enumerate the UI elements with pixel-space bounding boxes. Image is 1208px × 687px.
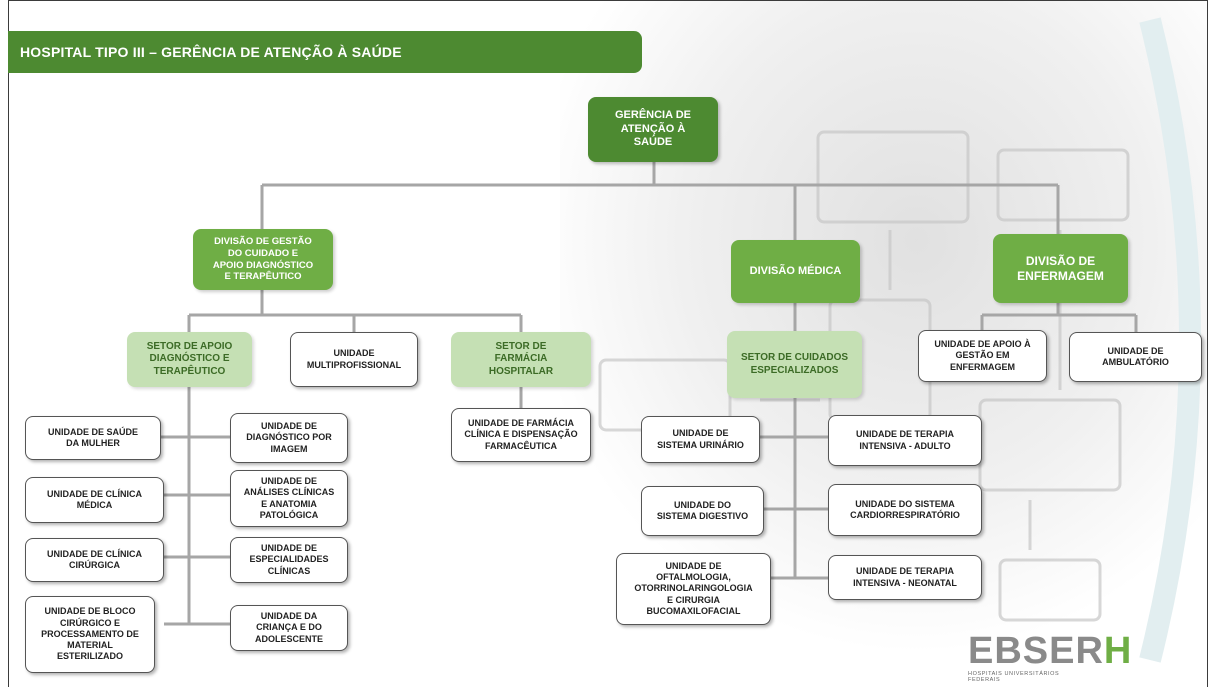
node-label: UNIDADE DE SAÚDE DA MULHER	[47, 426, 138, 448]
node-unidade-especialidades-clinicas: UNIDADE DE ESPECIALIDADES CLÍNICAS	[230, 537, 348, 583]
node-label: DIVISÃO DE ENFERMAGEM	[1017, 253, 1104, 283]
node-gerencia-atencao-saude: GERÊNCIA DE ATENÇÃO À SAÚDE	[588, 97, 718, 162]
node-unidade-saude-mulher: UNIDADE DE SAÚDE DA MULHER	[25, 416, 161, 460]
node-unidade-clinica-cirurgica: UNIDADE DE CLÍNICA CIRÚRGICA	[25, 538, 164, 582]
node-unidade-ambulatorio: UNIDADE DE AMBULATÓRIO	[1069, 332, 1202, 382]
node-label: UNIDADE DE SISTEMA URINÁRIO	[657, 428, 744, 450]
node-unidade-sistema-digestivo: UNIDADE DO SISTEMA DIGESTIVO	[641, 486, 764, 536]
node-label: GERÊNCIA DE ATENÇÃO À SAÚDE	[615, 108, 691, 149]
logo-wordmark: EBSERH	[968, 632, 1131, 670]
logo-word-part1: EBSER	[968, 630, 1104, 672]
node-label: SETOR DE CUIDADOS ESPECIALIZADOS	[740, 352, 849, 376]
node-label: SETOR DE FARMÁCIA HOSPITALAR	[488, 340, 554, 377]
node-label: UNIDADE DA CRIANÇA E DO ADOLESCENTE	[254, 611, 323, 644]
node-unidade-multiprofissional: UNIDADE MULTIPROFISSIONAL	[290, 332, 418, 387]
node-divisao-enfermagem: DIVISÃO DE ENFERMAGEM	[993, 234, 1128, 303]
node-label: UNIDADE DE AMBULATÓRIO	[1102, 345, 1169, 367]
node-label: UNIDADE MULTIPROFISSIONAL	[306, 348, 402, 370]
node-unidade-terapia-intensiva-adulto: UNIDADE DE TERAPIA INTENSIVA - ADULTO	[828, 415, 982, 466]
node-unidade-clinica-medica: UNIDADE DE CLÍNICA MÉDICA	[25, 477, 164, 523]
page-title: HOSPITAL TIPO III – GERÊNCIA DE ATENÇÃO …	[8, 31, 642, 73]
node-setor-farmacia-hospitalar: SETOR DE FARMÁCIA HOSPITALAR	[451, 332, 591, 387]
node-label: UNIDADE DE TERAPIA INTENSIVA - ADULTO	[855, 429, 954, 451]
node-unidade-diagnostico-imagem: UNIDADE DE DIAGNÓSTICO POR IMAGEM	[230, 413, 348, 463]
node-unidade-terapia-intensiva-neonatal: UNIDADE DE TERAPIA INTENSIVA - NEONATAL	[828, 555, 982, 600]
node-unidade-analises-clinicas: UNIDADE DE ANÁLISES CLÍNICAS E ANATOMIA …	[230, 470, 348, 527]
logo-subtitle: HOSPITAIS UNIVERSITÁRIOS FEDERAIS	[968, 671, 1060, 683]
ebserh-logo: EBSERH HOSPITAIS UNIVERSITÁRIOS FEDERAIS	[968, 632, 1131, 683]
node-label: UNIDADE DE ANÁLISES CLÍNICAS E ANATOMIA …	[243, 476, 335, 520]
node-label: UNIDADE DE DIAGNÓSTICO POR IMAGEM	[246, 421, 332, 454]
node-label: DIVISÃO DE GESTÃO DO CUIDADO E APOIO DIA…	[212, 235, 314, 283]
logo-word-part2: H	[1103, 630, 1133, 672]
node-divisao-medica: DIVISÃO MÉDICA	[731, 240, 860, 303]
frame-left	[8, 0, 9, 687]
node-label: SETOR DE APOIO DIAGNÓSTICO E TERAPÊUTICO	[146, 340, 233, 377]
node-label: DIVISÃO MÉDICA	[749, 264, 842, 277]
node-unidade-oftalmologia: UNIDADE DE OFTALMOLOGIA, OTORRINOLARINGO…	[616, 553, 771, 625]
node-unidade-sistema-cardiorrespiratorio: UNIDADE DO SISTEMA CARDIORRESPIRATÓRIO	[828, 484, 982, 536]
node-divisao-gestao-cuidado: DIVISÃO DE GESTÃO DO CUIDADO E APOIO DIA…	[193, 229, 333, 290]
node-unidade-apoio-gestao-enfermagem: UNIDADE DE APOIO À GESTÃO EM ENFERMAGEM	[918, 330, 1047, 382]
node-setor-apoio-diagnostico: SETOR DE APOIO DIAGNÓSTICO E TERAPÊUTICO	[127, 332, 252, 387]
node-unidade-farmacia-clinica: UNIDADE DE FARMÁCIA CLÍNICA E DISPENSAÇÃ…	[451, 408, 591, 462]
node-unidade-crianca-adolescente: UNIDADE DA CRIANÇA E DO ADOLESCENTE	[230, 605, 348, 651]
node-label: UNIDADE DE TERAPIA INTENSIVA - NEONATAL	[853, 566, 957, 588]
node-unidade-sistema-urinario: UNIDADE DE SISTEMA URINÁRIO	[641, 416, 760, 463]
node-label: UNIDADE DE CLÍNICA MÉDICA	[46, 488, 142, 510]
node-setor-cuidados-especializados: SETOR DE CUIDADOS ESPECIALIZADOS	[727, 331, 862, 398]
node-label: UNIDADE DE OFTALMOLOGIA, OTORRINOLARINGO…	[634, 560, 753, 616]
node-label: UNIDADE DE FARMÁCIA CLÍNICA E DISPENSAÇÃ…	[464, 418, 578, 451]
node-unidade-bloco-cirurgico: UNIDADE DE BLOCO CIRÚRGICO E PROCESSAMEN…	[25, 596, 155, 673]
frame-top	[8, 0, 1208, 1]
node-label: UNIDADE DE ESPECIALIDADES CLÍNICAS	[249, 543, 329, 576]
node-label: UNIDADE DO SISTEMA DIGESTIVO	[656, 499, 749, 521]
node-label: UNIDADE DE APOIO À GESTÃO EM ENFERMAGEM	[934, 339, 1031, 372]
node-label: UNIDADE DO SISTEMA CARDIORRESPIRATÓRIO	[850, 498, 960, 520]
node-label: UNIDADE DE BLOCO CIRÚRGICO E PROCESSAMEN…	[41, 606, 139, 662]
node-label: UNIDADE DE CLÍNICA CIRÚRGICA	[46, 548, 142, 570]
